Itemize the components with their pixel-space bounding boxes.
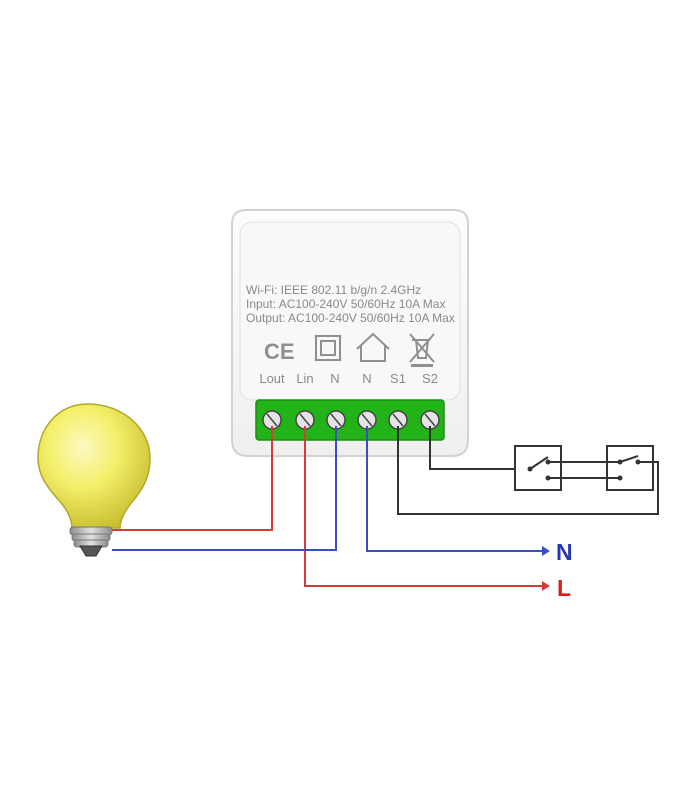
wire-lout-to-bulb bbox=[112, 426, 273, 531]
terminal-label-n1: N bbox=[330, 371, 339, 386]
terminal-label-n2: N bbox=[362, 371, 371, 386]
bulb-glass bbox=[37, 403, 151, 529]
weee-bin-icon bbox=[409, 333, 435, 367]
wire-neutral-supply bbox=[366, 426, 542, 552]
neutral-arrow-icon bbox=[542, 546, 550, 556]
wire-s2-to-switch bbox=[429, 426, 515, 470]
terminal-label-s1: S1 bbox=[390, 371, 406, 386]
wire-s1-to-switch bbox=[397, 426, 659, 515]
terminal-label-s2: S2 bbox=[422, 371, 438, 386]
live-supply-label: L bbox=[557, 575, 571, 601]
smart-switch-module: Wi-Fi: IEEE 802.11 b/g/n 2.4GHz Input: A… bbox=[231, 209, 469, 457]
house-icon bbox=[356, 332, 390, 362]
bulb-base bbox=[69, 526, 113, 557]
wire-lin-to-live bbox=[304, 426, 542, 587]
two-way-switch-icon bbox=[514, 445, 562, 491]
wire-bulb-neutral bbox=[112, 426, 337, 551]
light-bulb-icon bbox=[37, 403, 151, 557]
terminal-label-lin: Lin bbox=[296, 371, 313, 386]
two-way-switch-icon bbox=[606, 445, 654, 491]
ce-mark-icon: CE bbox=[264, 339, 295, 364]
class-ii-square-icon bbox=[315, 335, 341, 361]
neutral-supply-label: N bbox=[556, 539, 573, 565]
spec-line-wifi: Wi-Fi: IEEE 802.11 b/g/n 2.4GHz bbox=[246, 283, 421, 297]
wires bbox=[112, 426, 659, 587]
terminal-block bbox=[255, 399, 445, 441]
spec-line-output: Output: AC100-240V 50/60Hz 10A Max bbox=[246, 311, 455, 325]
live-arrow-icon bbox=[542, 581, 550, 591]
spec-line-input: Input: AC100-240V 50/60Hz 10A Max bbox=[246, 297, 445, 311]
screw-terminal-icon bbox=[326, 410, 346, 430]
terminal-label-lout: Lout bbox=[259, 371, 285, 386]
two-way-switch-right bbox=[606, 445, 654, 491]
two-way-switch-left bbox=[514, 445, 562, 491]
